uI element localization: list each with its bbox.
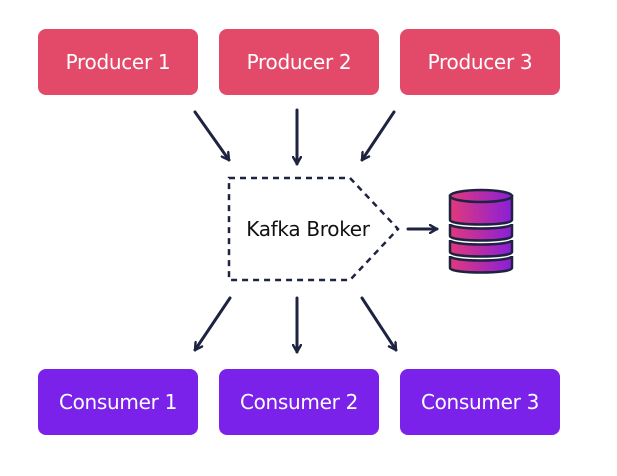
producer-3-label: Producer 3	[427, 50, 533, 74]
consumer-1-box: Consumer 1	[38, 369, 198, 435]
producer-2-label: Producer 2	[246, 50, 352, 74]
arrow-producer-3-to-broker	[360, 110, 396, 162]
producer-3-box: Producer 3	[400, 29, 560, 95]
consumer-2-label: Consumer 2	[239, 390, 359, 414]
producer-1-box: Producer 1	[38, 29, 198, 95]
database-icon	[448, 188, 514, 274]
consumer-1-label: Consumer 1	[58, 390, 178, 414]
arrow-producer-1-to-broker	[193, 110, 231, 162]
arrow-broker-to-consumer-3	[360, 296, 398, 352]
consumer-2-box: Consumer 2	[219, 369, 379, 435]
consumer-3-label: Consumer 3	[420, 390, 540, 414]
producer-2-box: Producer 2	[219, 29, 379, 95]
producer-1-label: Producer 1	[65, 50, 171, 74]
arrow-broker-to-consumer-1	[193, 296, 232, 352]
broker-outline	[227, 176, 400, 282]
consumer-3-box: Consumer 3	[400, 369, 560, 435]
broker-label: Kafka Broker	[246, 217, 370, 241]
